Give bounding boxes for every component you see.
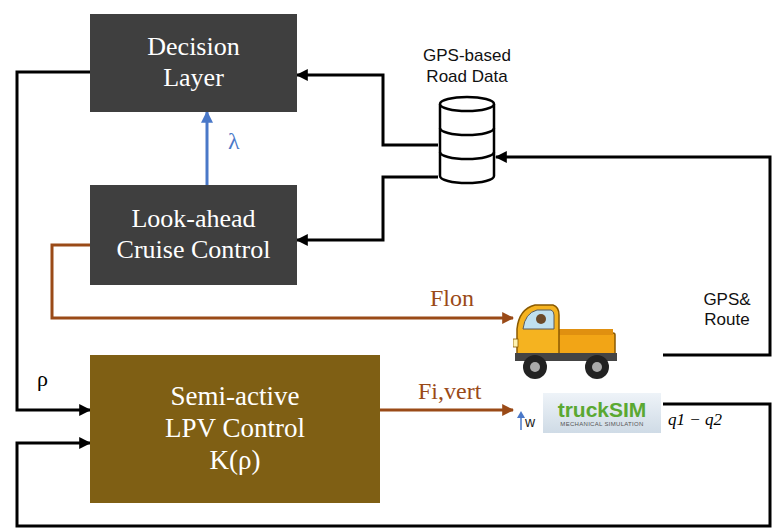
box-title: Decision Layer [129,32,259,93]
edge-label: q1 − q2 [668,410,722,430]
signal-connector [297,75,438,145]
edge-label: GPS& Route [690,290,764,329]
box-title: Look-ahead Cruise Control [109,204,279,265]
edge-label: ρ [37,366,48,391]
signal-connector [496,157,770,355]
lpv-control-box: Semi-active LPV Control K(ρ) [90,355,380,503]
cruise-control-box: Look-ahead Cruise Control [90,185,297,285]
signal-connector [380,409,513,412]
decision-box: Decision Layer [90,14,297,112]
edge-label: Flon [430,285,474,313]
signal-connector [297,177,438,240]
trucksim-logo: truckSIMMECHANICAL SIMULATION [543,393,661,433]
w-arrow [517,411,525,430]
truck-illustration [513,295,663,387]
signal-label: w [525,414,535,430]
vehicle-block: truckSIMMECHANICAL SIMULATION [513,295,663,435]
database-icon [438,95,496,185]
database-cylinder: GPS-based Road Data [438,95,496,185]
logo-word: truckSIM [558,398,647,421]
edge-label: Fi,vert [418,378,481,406]
edge-label: λ [228,128,240,156]
database-label: GPS-based Road Data [402,46,532,87]
box-title: Semi-active LPV Control K(ρ) [148,381,323,477]
logo-tagline: MECHANICAL SIMULATION [560,421,643,428]
signal-connector [206,112,209,185]
signal-connector [17,72,90,410]
